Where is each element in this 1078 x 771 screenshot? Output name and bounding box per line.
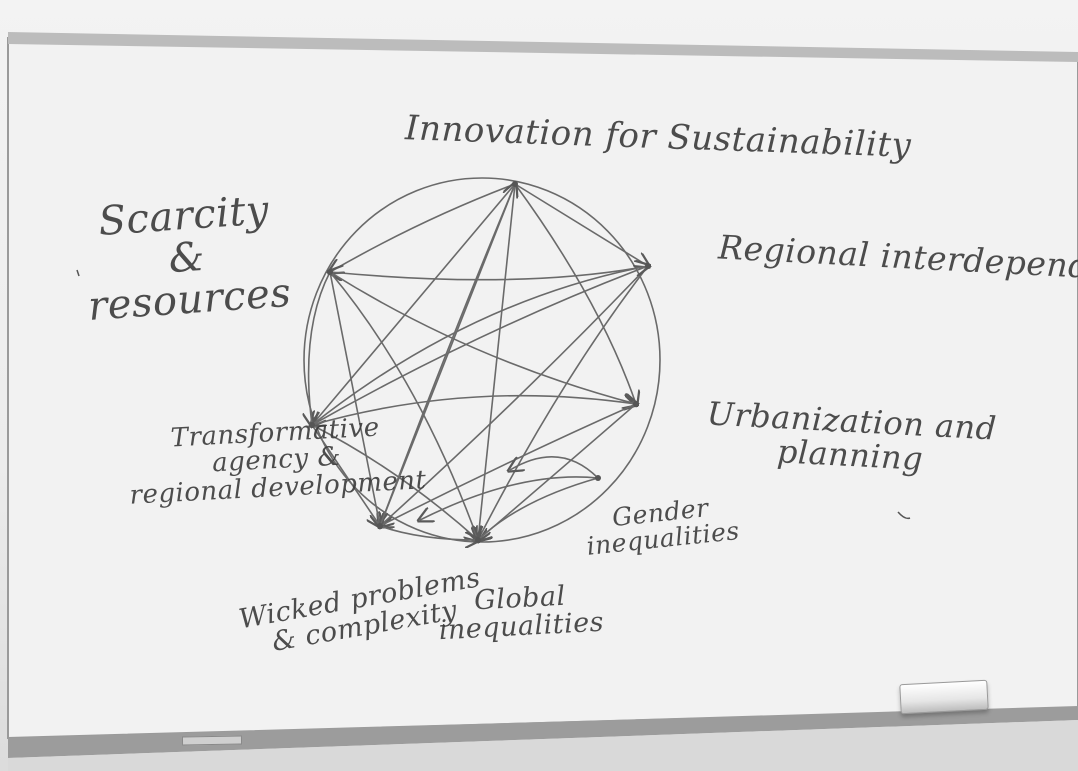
node-wicked bbox=[377, 523, 383, 529]
stray-mark bbox=[76, 269, 80, 277]
edge bbox=[478, 477, 599, 540]
node-transformative bbox=[309, 422, 315, 428]
edge bbox=[330, 183, 516, 272]
edge bbox=[514, 183, 636, 404]
node-regional bbox=[645, 263, 651, 269]
whiteboard-top-frame bbox=[8, 32, 1078, 62]
edge bbox=[478, 183, 516, 540]
node-scarcity bbox=[327, 269, 333, 275]
edge bbox=[311, 396, 636, 426]
eraser bbox=[899, 679, 989, 715]
network-nodes bbox=[309, 181, 651, 543]
edge bbox=[329, 271, 636, 404]
label-scarcity: Scarcity & resources bbox=[81, 187, 293, 330]
edge bbox=[380, 183, 516, 526]
edge bbox=[329, 271, 478, 540]
edge bbox=[311, 424, 380, 526]
edge bbox=[379, 525, 478, 540]
label-global: Global inequalities bbox=[437, 581, 605, 647]
node-global bbox=[475, 537, 481, 543]
stray-mark bbox=[897, 511, 911, 520]
tray-label bbox=[181, 735, 243, 746]
edge bbox=[311, 266, 648, 426]
node-gender bbox=[595, 475, 601, 481]
label-transformative: Transformative agency & regional develop… bbox=[126, 412, 427, 511]
edge bbox=[379, 184, 515, 527]
tray-shadow bbox=[8, 720, 1078, 771]
edge bbox=[311, 424, 478, 540]
edge bbox=[510, 455, 599, 479]
edge bbox=[329, 271, 380, 526]
edge bbox=[330, 266, 649, 280]
network-diagram bbox=[304, 177, 661, 542]
node-innovation bbox=[512, 181, 518, 187]
edge bbox=[312, 183, 516, 425]
edge bbox=[380, 265, 649, 526]
edge bbox=[514, 183, 648, 266]
edge bbox=[312, 265, 649, 425]
node-urbanization bbox=[633, 401, 639, 407]
edge bbox=[478, 265, 649, 540]
edge bbox=[420, 476, 599, 520]
marker-tray bbox=[8, 706, 1078, 758]
edge bbox=[309, 271, 331, 425]
